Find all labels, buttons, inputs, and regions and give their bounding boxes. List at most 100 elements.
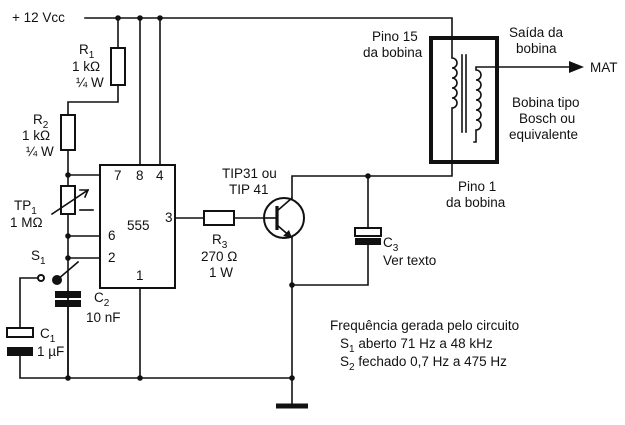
notes-s2-symbol: S xyxy=(340,354,349,369)
transistor-label-1: TIP31 ou xyxy=(222,166,277,181)
junction-dot xyxy=(115,15,121,21)
notes-s1-text: aberto 71 Hz a 48 kHz xyxy=(355,336,493,351)
tp1-subscript: 1 xyxy=(31,206,37,217)
coil-type-line2: Bosch ou xyxy=(519,111,575,126)
c2-capacitor-plate xyxy=(55,291,81,298)
c1-capacitor-plate xyxy=(6,327,34,338)
coil-pin1-line1: Pino 1 xyxy=(458,179,496,194)
c3-capacitor-plate xyxy=(354,227,382,237)
c2-subscript: 2 xyxy=(104,298,110,309)
svg-text:R3: R3 xyxy=(212,232,228,251)
c2-capacitor-plate xyxy=(55,300,81,307)
coil-pin15-line2: da bobina xyxy=(363,45,423,60)
c1-name: C xyxy=(40,326,50,341)
r2-subscript: 2 xyxy=(43,120,49,131)
c3-capacitor-plate-neg xyxy=(355,238,381,245)
transistor-label-2: TIP 41 xyxy=(229,182,269,197)
junction-dot xyxy=(65,233,71,239)
c1-capacitor-plate-neg xyxy=(7,347,33,356)
s1-c1-wire xyxy=(19,277,69,379)
coil-pin1-line2: da bobina xyxy=(446,195,506,210)
svg-text:TP1: TP1 xyxy=(14,198,37,217)
s1-switch-contact xyxy=(37,274,45,282)
r1-r2-wire xyxy=(67,17,119,176)
mat-label: MAT xyxy=(590,60,618,75)
notes-s2-subscript: 2 xyxy=(349,362,355,373)
ic-pin-4: 4 xyxy=(156,168,164,183)
c3-name: C xyxy=(383,235,393,250)
junction-dot xyxy=(157,15,163,21)
c1-subscript: 1 xyxy=(50,334,56,345)
ic-pin-8: 8 xyxy=(136,168,144,183)
tp1-name: TP xyxy=(14,198,31,213)
svg-text:C2: C2 xyxy=(94,290,110,309)
coil-type-line3: equivalente xyxy=(509,127,578,142)
coil-out-line1: Saída da xyxy=(509,25,564,40)
c3-value: Ver texto xyxy=(383,253,436,268)
svg-text:C3: C3 xyxy=(383,235,399,254)
s1-switch-pivot xyxy=(52,275,62,285)
r2-name: R xyxy=(33,112,43,127)
notes-title: Frequência gerada pelo circuito xyxy=(330,318,519,333)
ic-pin-3: 3 xyxy=(165,210,173,225)
c1-value: 1 µF xyxy=(37,344,64,359)
r1-power: ¼ W xyxy=(76,75,104,90)
c2-name: C xyxy=(94,290,104,305)
s1-subscript: 1 xyxy=(40,256,46,267)
svg-text:R1: R1 xyxy=(79,42,95,61)
ic-pin-6: 6 xyxy=(108,228,116,243)
ic-555-body xyxy=(99,164,176,289)
r2-resistor-symbol xyxy=(60,114,76,151)
r3-resistor-symbol xyxy=(203,210,235,226)
r3-power: 1 W xyxy=(209,265,233,280)
c3-subscript: 3 xyxy=(393,243,399,254)
r3-value: 270 Ω xyxy=(201,249,237,264)
r2-value: 1 kΩ xyxy=(22,128,50,143)
coil-out-line2: bobina xyxy=(516,41,557,56)
junction-dot xyxy=(65,375,71,381)
collector-wire xyxy=(291,161,453,199)
svg-text:S1 aberto 71 Hz a 48 kHz: S1 aberto 71 Hz a 48 kHz xyxy=(340,336,493,355)
svg-text:C1: C1 xyxy=(40,326,56,345)
coil-primary-winding xyxy=(451,37,458,163)
r1-name: R xyxy=(79,42,89,57)
junction-dot xyxy=(289,282,295,288)
svg-text:S2 fechado 0,7 Hz a 475 Hz: S2 fechado 0,7 Hz a 475 Hz xyxy=(340,354,507,373)
supply-label: + 12 Vcc xyxy=(12,10,65,25)
tp1-trimmer-symbol xyxy=(60,185,76,215)
supply-rail xyxy=(84,17,453,39)
ic-label: 555 xyxy=(127,218,150,233)
coil-secondary-winding xyxy=(473,66,497,143)
r3-name: R xyxy=(212,232,222,247)
ic-pin-1: 1 xyxy=(136,268,144,283)
junction-dot xyxy=(137,15,143,21)
tp1-value: 1 MΩ xyxy=(10,215,43,230)
junction-dot xyxy=(65,255,71,261)
r1-value: 1 kΩ xyxy=(72,59,100,74)
junction-dot xyxy=(365,173,371,179)
output-arrowhead xyxy=(569,61,584,73)
ignition-coil-frame xyxy=(429,36,499,164)
transistor-envelope xyxy=(263,197,305,239)
ic-pin-7: 7 xyxy=(114,168,122,183)
junction-dot xyxy=(289,375,295,381)
coil-pin15-line1: Pino 15 xyxy=(372,29,418,44)
junction-dot xyxy=(65,172,71,178)
svg-text:R2: R2 xyxy=(33,112,49,131)
svg-text:S1: S1 xyxy=(31,248,46,267)
c3-wire xyxy=(291,175,369,286)
junction-dot xyxy=(137,375,143,381)
transistor-collector-lead xyxy=(275,196,294,213)
r1-subscript: 1 xyxy=(89,50,95,61)
wires xyxy=(19,17,571,407)
r3-subscript: 3 xyxy=(222,240,228,251)
ic-pin-2: 2 xyxy=(108,250,116,265)
notes-s1-symbol: S xyxy=(340,336,349,351)
tp1-adjust-arrowhead xyxy=(79,189,90,199)
r1-resistor-symbol xyxy=(110,47,126,86)
c2-value: 10 nF xyxy=(86,310,121,325)
junctions xyxy=(65,15,371,381)
notes-s2-text: fechado 0,7 Hz a 475 Hz xyxy=(355,354,508,369)
transistor-emitter-arrow xyxy=(283,230,292,238)
